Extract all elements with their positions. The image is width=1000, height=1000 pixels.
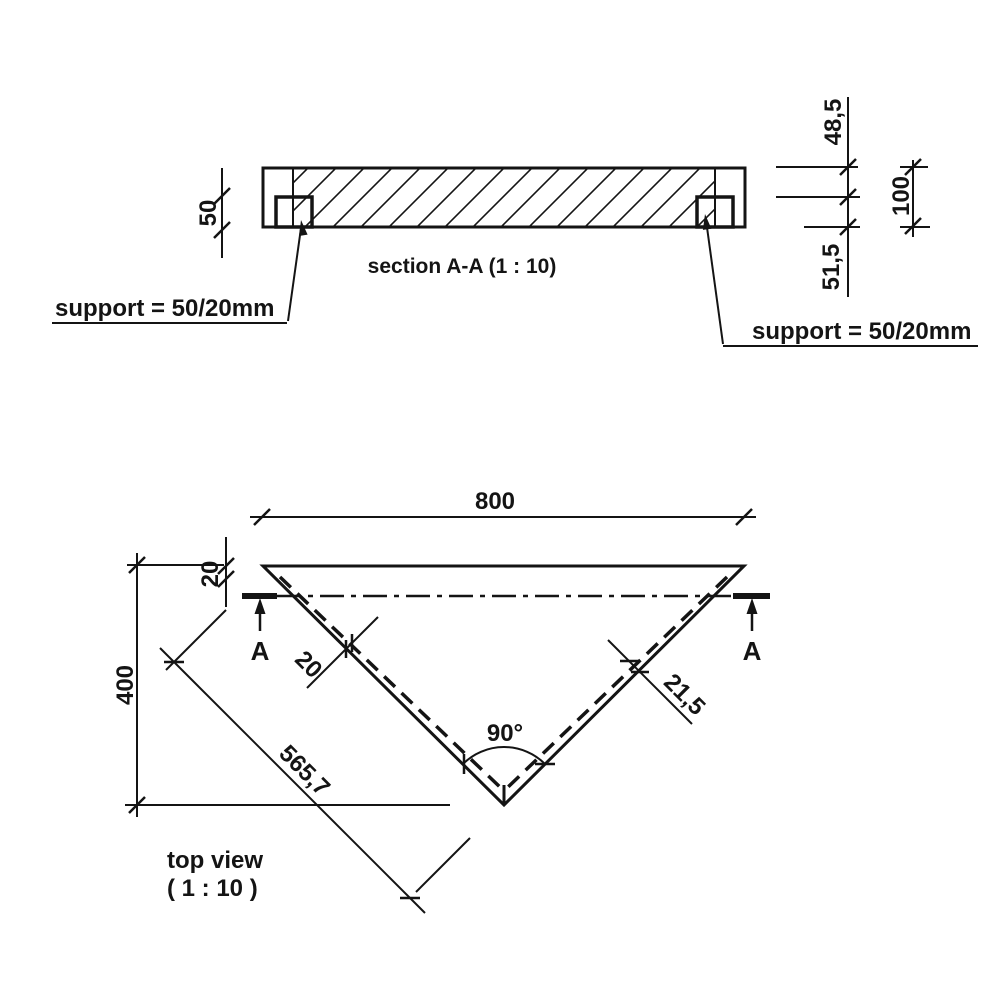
dim-vertex-angle-label: 90° <box>487 720 523 747</box>
dim-support-height: 50 <box>195 168 231 258</box>
support-callout-left-label: support = 50/20mm <box>55 295 274 322</box>
dim-height-label: 400 <box>112 665 139 705</box>
dim-left-bar-thickness-label: 20 <box>289 646 327 684</box>
triangle-outline <box>259 564 748 808</box>
section-cut-arrow-left <box>254 598 266 631</box>
top-view-title-line1: top view <box>167 847 263 874</box>
dim-right-bar-thickness: 21,5 <box>607 639 710 725</box>
support-callout-right: support = 50/20mm <box>702 214 978 347</box>
section-extension-lines <box>776 166 930 228</box>
dim-right-bar-thickness-label: 21,5 <box>658 669 710 721</box>
cut-label-left: A <box>251 636 270 666</box>
top-view-title: top view ( 1 : 10 ) <box>167 847 263 902</box>
section-view: 50 48,5 51,5 100 section A-A (1 : 1 <box>52 97 978 347</box>
beam-outline <box>261 166 747 229</box>
dim-vertex-angle: 90° <box>462 720 555 774</box>
section-cut-arrow-right <box>746 598 758 631</box>
support-right <box>695 195 735 229</box>
dim-offset-chain: 48,5 51,5 <box>818 97 857 297</box>
dim-top-edge-offset-label: 20 <box>197 561 224 588</box>
section-view-title: section A-A (1 : 10) <box>368 255 557 278</box>
dim-height: 400 <box>112 553 450 817</box>
dim-top-edge-offset: 20 <box>197 537 235 607</box>
dim-total-height: 100 <box>888 158 922 237</box>
support-left <box>274 195 314 229</box>
beam-hatch-area <box>293 168 715 227</box>
leader-arrowhead-right <box>702 214 712 230</box>
top-view: 800 A A <box>112 488 770 914</box>
hidden-edge-right <box>505 575 729 790</box>
cut-label-right: A <box>743 636 762 666</box>
leader-arrowhead-left <box>299 220 308 236</box>
dim-total-height-label: 100 <box>888 176 915 216</box>
hidden-edge-left <box>278 575 503 790</box>
support-callout-right-label: support = 50/20mm <box>752 318 971 345</box>
support-callout-left: support = 50/20mm <box>52 220 308 324</box>
top-view-title-line2: ( 1 : 10 ) <box>167 875 258 902</box>
dim-width: 800 <box>250 488 756 526</box>
dim-bottom-offset-label: 51,5 <box>818 244 845 291</box>
dim-top-offset-label: 48,5 <box>820 99 847 146</box>
dim-support-height-label: 50 <box>195 200 222 227</box>
dim-width-label: 800 <box>475 488 515 515</box>
section-cut-line: A A <box>242 593 770 666</box>
